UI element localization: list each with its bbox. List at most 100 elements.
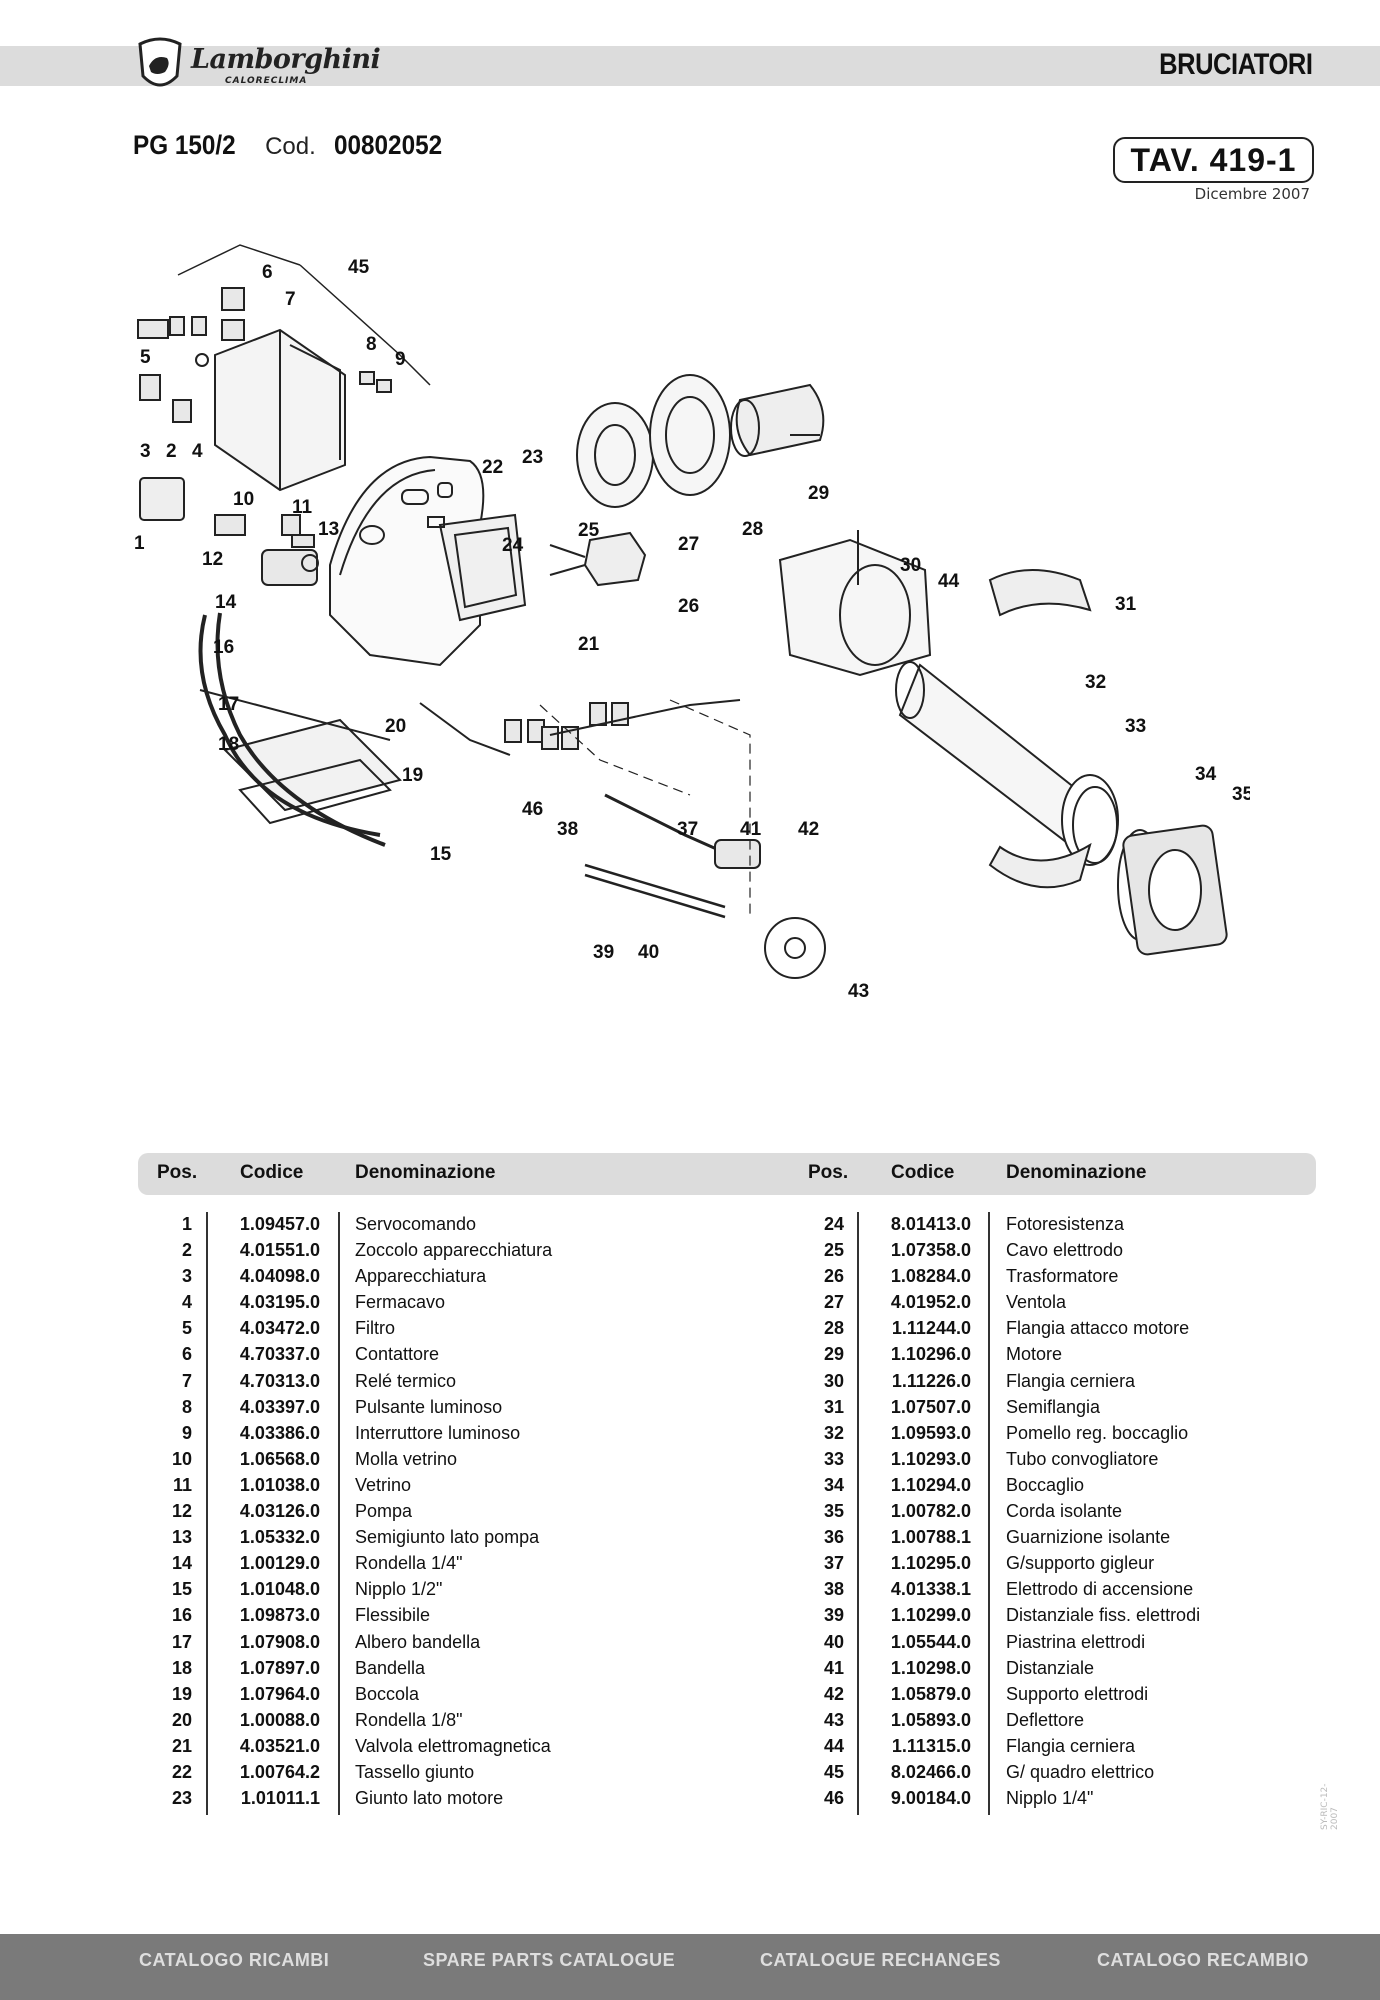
left-row-pos: 9 bbox=[181, 1422, 192, 1443]
callout-20: 20 bbox=[385, 716, 406, 737]
right-row-name: Trasformatore bbox=[1006, 1266, 1119, 1287]
left-row-code: 1.00129.0 bbox=[239, 1553, 320, 1574]
callout-35: 35 bbox=[1232, 784, 1250, 805]
brand-logo: Lamborghini CALORECLIMA bbox=[135, 36, 381, 96]
right-row-pos: 45 bbox=[823, 1761, 844, 1782]
right-row-code: 1.10293.0 bbox=[890, 1448, 971, 1469]
left-row-pos: 19 bbox=[171, 1683, 192, 1704]
left-row-name: Bandella bbox=[355, 1657, 426, 1678]
left-row-pos: 4 bbox=[181, 1292, 192, 1313]
left-row-code: 1.06568.0 bbox=[239, 1448, 320, 1469]
callout-44: 44 bbox=[938, 571, 960, 592]
left-row-name: Pulsante luminoso bbox=[355, 1396, 503, 1417]
right-row-code: 1.09593.0 bbox=[890, 1422, 971, 1443]
left-row-pos: 11 bbox=[172, 1474, 192, 1495]
right-row-name: Deflettore bbox=[1006, 1709, 1085, 1730]
right-row-pos: 28 bbox=[823, 1318, 844, 1339]
left-row-pos: 18 bbox=[171, 1657, 192, 1678]
left-row-pos: 8 bbox=[181, 1396, 192, 1417]
left-row-name: Relé termico bbox=[355, 1370, 457, 1391]
callout-42: 42 bbox=[798, 819, 819, 840]
left-row-code: 1.00088.0 bbox=[239, 1709, 320, 1730]
callout-29: 29 bbox=[808, 483, 829, 504]
right-row-pos: 44 bbox=[823, 1735, 844, 1756]
right-row-name: Flangia attacco motore bbox=[1006, 1318, 1190, 1339]
callout-39: 39 bbox=[593, 942, 614, 963]
callout-12: 12 bbox=[202, 549, 223, 570]
right-row-name: Corda isolante bbox=[1006, 1501, 1123, 1522]
left-row-pos: 15 bbox=[171, 1579, 192, 1600]
right-row-code: 1.05893.0 bbox=[890, 1709, 971, 1730]
plate-date: Dicembre 2007 bbox=[1194, 185, 1310, 203]
right-row-name: G/supporto gigleur bbox=[1006, 1553, 1155, 1574]
table-header-bar bbox=[138, 1153, 1316, 1195]
left-row-pos: 1 bbox=[181, 1214, 192, 1234]
model-name: PG 150/2 bbox=[133, 130, 236, 160]
right-row-code: 4.01952.0 bbox=[890, 1292, 971, 1313]
left-row-name: Tassello giunto bbox=[355, 1761, 475, 1782]
right-row-code: 1.07358.0 bbox=[890, 1240, 971, 1261]
brand-name: Lamborghini bbox=[191, 44, 381, 75]
right-row-code: 1.05544.0 bbox=[890, 1631, 971, 1652]
left-row-code: 1.05332.0 bbox=[239, 1527, 320, 1548]
left-row-name: Interruttore luminoso bbox=[355, 1422, 521, 1443]
table-divider bbox=[338, 1212, 340, 1815]
right-row-pos: 24 bbox=[823, 1214, 844, 1234]
left-row-code: 4.70337.0 bbox=[239, 1344, 320, 1365]
left-row-code: 1.00764.2 bbox=[239, 1761, 320, 1782]
left-row-name: Filtro bbox=[355, 1318, 395, 1339]
footer-label-it: CATALOGO RICAMBI bbox=[139, 1950, 330, 1970]
right-row-pos: 26 bbox=[823, 1266, 844, 1287]
left-row-code: 4.04098.0 bbox=[239, 1266, 320, 1287]
callout-24: 24 bbox=[502, 535, 524, 556]
left-row-pos: 2 bbox=[181, 1240, 192, 1261]
callout-17: 17 bbox=[218, 694, 239, 715]
header-pos-right: Pos. bbox=[808, 1162, 849, 1183]
right-row-code: 1.10295.0 bbox=[890, 1553, 971, 1574]
callout-7: 7 bbox=[285, 289, 296, 310]
left-row-pos: 12 bbox=[171, 1501, 192, 1522]
left-row-code: 4.70313.0 bbox=[239, 1370, 320, 1391]
callout-16: 16 bbox=[213, 637, 234, 658]
diagram-callouts: 1 2 3 4 5 6 7 8 9 10 11 12 13 14 15 16 1… bbox=[134, 257, 1250, 1002]
right-row-name: Elettrodo di accensione bbox=[1006, 1579, 1194, 1600]
left-row-pos: 5 bbox=[181, 1318, 192, 1339]
callout-43: 43 bbox=[848, 981, 869, 1002]
right-row-code: 4.01338.1 bbox=[890, 1579, 971, 1600]
section-title: BRUCIATORI bbox=[1159, 48, 1314, 81]
right-row-code: 1.10298.0 bbox=[890, 1657, 971, 1678]
left-row-code: 1.01048.0 bbox=[239, 1579, 320, 1600]
header-name-right: Denominazione bbox=[1006, 1162, 1147, 1183]
right-row-name: Flangia cerniera bbox=[1006, 1735, 1136, 1756]
footer-label-fr: CATALOGUE RECHANGES bbox=[760, 1950, 1001, 1970]
left-row-code: 1.01038.0 bbox=[239, 1474, 320, 1495]
left-row-name: Zoccolo apparecchiatura bbox=[355, 1240, 553, 1261]
left-row-pos: 16 bbox=[171, 1605, 192, 1626]
right-row-code: 9.00184.0 bbox=[890, 1788, 971, 1809]
left-row-name: Flessibile bbox=[355, 1605, 431, 1626]
callout-19: 19 bbox=[402, 765, 423, 786]
right-row-name: Guarnizione isolante bbox=[1006, 1527, 1171, 1548]
left-row-name: Rondella 1/4" bbox=[355, 1553, 463, 1574]
left-row-name: Valvola elettromagnetica bbox=[355, 1735, 551, 1756]
right-row-name: Tubo convogliatore bbox=[1006, 1448, 1159, 1469]
right-row-pos: 34 bbox=[823, 1474, 844, 1495]
print-stamp: SY-RIC-12-2007 bbox=[1320, 1783, 1340, 1830]
left-row-code: 4.03521.0 bbox=[239, 1735, 320, 1756]
callout-11: 11 bbox=[292, 497, 313, 518]
left-row-code: 1.07964.0 bbox=[239, 1683, 320, 1704]
left-row-name: Semigiunto lato pompa bbox=[355, 1527, 540, 1548]
right-row-pos: 37 bbox=[823, 1553, 844, 1574]
callout-33: 33 bbox=[1125, 716, 1146, 737]
model-code: 00802052 bbox=[333, 130, 442, 160]
callout-37: 37 bbox=[677, 819, 698, 840]
left-row-pos: 20 bbox=[171, 1709, 192, 1730]
right-row-name: Nipplo 1/4" bbox=[1006, 1788, 1094, 1809]
callout-26: 26 bbox=[678, 596, 699, 617]
callout-2: 2 bbox=[166, 441, 177, 462]
right-row-pos: 40 bbox=[823, 1631, 844, 1652]
